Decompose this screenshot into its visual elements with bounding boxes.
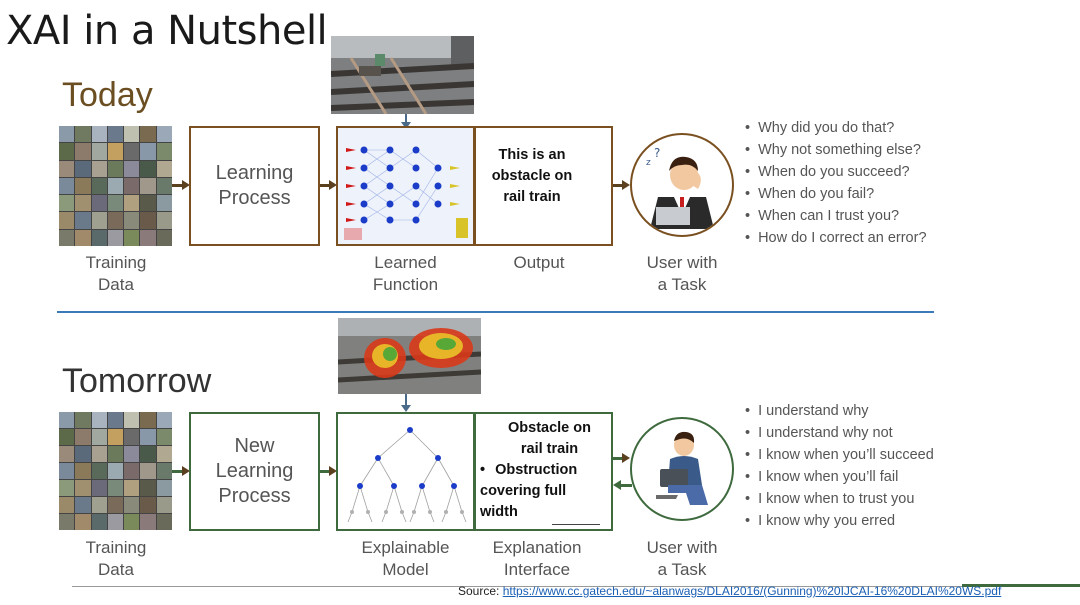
footer-rule [72,586,1072,587]
arrow-photo-to-function [401,114,411,129]
slide-title: XAI in a Nutshell [6,8,328,54]
caption-line: Model [382,560,429,579]
interface-line: Obstacle on [508,420,591,436]
statement-item: I understand why [745,400,934,422]
caption-line: Data [98,275,134,294]
caption-line: Explainable [361,538,450,557]
caption-line: a Task [657,560,707,579]
caption-line: Function [372,275,439,294]
learned-function-caption: Learned Function [336,252,475,296]
box-line: Process [218,485,291,507]
output-line: rail train [503,189,561,205]
arrow-data-to-new-learning [172,466,190,476]
training-data-caption-tomorrow: Training Data [56,537,176,581]
heatmap-rail-photo [338,318,481,394]
caption-line: Explanation [492,538,582,557]
arrow-interface-to-user [613,453,630,463]
training-data-image-tomorrow [59,412,172,530]
arrow-user-to-interface [613,480,632,490]
footer-accent [962,584,1080,587]
caption-line: Training [85,253,147,272]
output-caption: Output [513,253,565,272]
caption-line: User with [646,253,718,272]
svg-text:?: ? [654,146,660,160]
section-divider [57,311,934,313]
user-caption-today: User with a Task [622,252,742,296]
box-line: Learning [215,460,294,482]
interface-line: Obstruction [495,462,578,478]
box-line: New [234,435,275,457]
question-list: Why did you do that? Why not something e… [745,117,927,249]
explainable-model-caption: Explainable Model [336,537,475,581]
statement-item: I know when you’ll fail [745,466,934,488]
arrow-learning-to-function [320,180,337,190]
question-item: When can I trust you? [745,205,927,227]
tree-model-icon [347,427,467,523]
box-line: Learning [215,162,294,184]
calm-user-icon [630,417,734,521]
arrow-data-to-learning [172,180,190,190]
arrow-heatmap-to-model [401,394,411,412]
statement-item: I know when you’ll succeed [745,444,934,466]
explainable-model-box [336,412,475,531]
interface-line: width [480,504,518,520]
interface-bullet-line: •Obstruction [480,462,578,478]
source-citation: Source: https://www.cc.gatech.edu/~alanw… [458,584,1001,598]
statement-list: I understand why I understand why not I … [745,400,934,532]
output-line: This is an [498,147,566,163]
today-heading: Today [62,76,153,114]
learning-process-box: Learning Process [189,126,320,246]
source-label: Source: [458,584,500,598]
interface-line: rail train [520,441,579,457]
neural-network-icon [338,128,473,244]
statement-item: I know when to trust you [745,488,934,510]
training-data-image [59,126,172,246]
statement-item: I understand why not [745,422,934,444]
interface-underline [552,524,600,525]
caption-line: User with [646,538,718,557]
caption-line: a Task [657,275,707,294]
new-learning-process-box: New Learning Process [189,412,320,531]
interface-line: covering full [480,483,567,499]
explanation-interface-caption: Explanation Interface [474,537,600,581]
user-caption-tomorrow: User with a Task [622,537,742,581]
question-item: How do I correct an error? [745,227,926,249]
output-line: obstacle on [491,168,573,184]
caption-line: Data [98,560,134,579]
stressed-user-icon: ? z [630,133,734,237]
caption-line: Learned [374,253,437,272]
rail-photo [331,36,474,114]
explanation-interface-box: Obstacle on rail train •Obstruction cove… [474,412,613,531]
question-item: Why not something else? [745,139,927,161]
arrow-output-to-user [613,180,630,190]
source-link[interactable]: https://www.cc.gatech.edu/~alanwags/DLAI… [502,584,1002,598]
caption-line: Interface [503,560,571,579]
question-item: Why did you do that? [745,117,927,139]
svg-text:z: z [646,158,651,168]
question-item: When do you succeed? [745,161,927,183]
arrow-learning-to-model [320,466,337,476]
learned-function-box [336,126,475,246]
tomorrow-heading: Tomorrow [62,362,212,400]
question-item: When do you fail? [745,183,927,205]
statement-item: I know why you erred [745,510,934,532]
caption-line: Training [85,538,147,557]
training-data-caption: Training Data [56,252,176,296]
output-box: This is an obstacle on rail train [474,126,613,246]
box-line: Process [218,187,291,209]
